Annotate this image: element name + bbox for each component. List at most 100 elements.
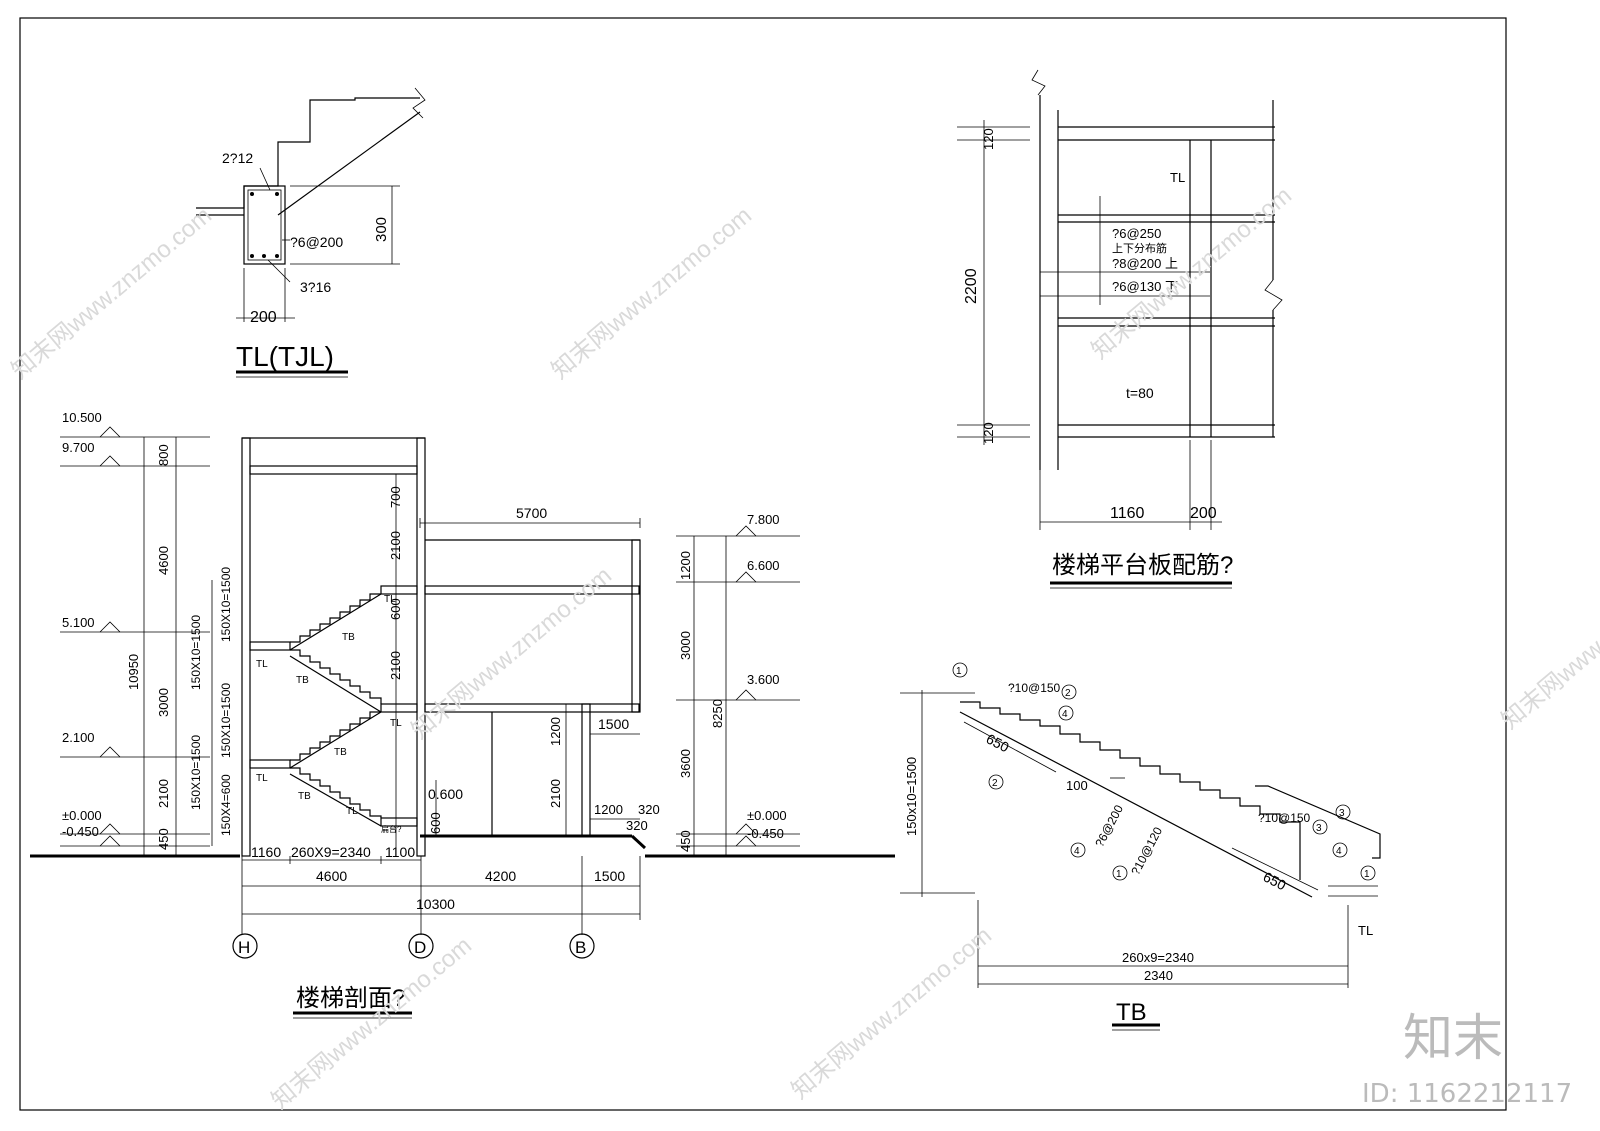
beam-height-dim: 300 — [373, 217, 390, 242]
rdim-3600: 3600 — [678, 749, 693, 778]
platform-title: 楼梯平台板配筋? — [1052, 552, 1233, 579]
platform-dim-2200: 2200 — [963, 268, 980, 304]
tb-marker-10: 1 — [1364, 869, 1370, 880]
tb-marker-7: 3 — [1339, 808, 1345, 819]
watermark-text-4: 知末网www.znzmo.com — [407, 562, 617, 745]
beam-stirrup: ?6@200 — [290, 234, 343, 250]
mdim-2100-b: 2100 — [388, 651, 403, 680]
watermark-brand: 知末 — [1403, 1009, 1503, 1067]
tb-rebar-1: ?10@150 — [1008, 681, 1061, 695]
tb-marker-8: 3 — [1316, 823, 1322, 834]
tb-marker-6: 1 — [1116, 869, 1122, 880]
axis-d: D — [414, 938, 426, 957]
dim-450: 450 — [156, 828, 171, 850]
platform-dim-120-a: 120 — [981, 128, 996, 150]
small-dim-1200: 1200 — [594, 802, 623, 817]
tb-title: TB — [1116, 999, 1147, 1026]
platform-dim-1160: 1160 — [1110, 505, 1145, 522]
flight-dim-5: 150X4=600 — [219, 774, 233, 836]
dim-2100: 2100 — [156, 779, 171, 808]
bdim-10300: 10300 — [416, 896, 455, 912]
flight-dim-3: 150X10=1500 — [219, 683, 233, 758]
bdim-4600: 4600 — [316, 868, 347, 884]
small-dim-320-a: 320 — [638, 802, 660, 817]
tb-detail — [900, 662, 1381, 1031]
tb-rebar-2: ?6@200 — [1092, 802, 1126, 849]
level-7800: 7.800 — [747, 512, 780, 527]
tb-marker-1: 1 — [956, 666, 962, 677]
level-0000: ±0.000 — [62, 808, 102, 823]
rdim-8250: 8250 — [710, 699, 725, 728]
tb-marker-5: 4 — [1074, 846, 1080, 857]
platform-tl: TL — [1170, 170, 1185, 185]
tb-run-1: 260x9=2340 — [1122, 950, 1194, 965]
mdim-600-a: 600 — [388, 598, 403, 620]
platform-dim-200: 200 — [1190, 505, 1217, 522]
label-tl-5: TL — [384, 594, 396, 605]
mdim-700: 700 — [388, 486, 403, 508]
platform-plan — [957, 69, 1283, 589]
span-1500: 1500 — [598, 716, 629, 732]
tb-height: 150x10=1500 — [904, 757, 919, 836]
mdim-1200: 1200 — [548, 717, 563, 746]
platform-thickness: t=80 — [1126, 385, 1154, 401]
platform-dim-120-b: 120 — [981, 422, 996, 444]
platform-note-2: 上下分布筋 — [1112, 241, 1167, 255]
stair-section — [30, 426, 895, 1019]
axis-h: H — [238, 938, 250, 957]
tb-marker-2: 2 — [1065, 688, 1071, 699]
label-tb-3: TB — [334, 747, 347, 758]
bdim-1500: 1500 — [594, 868, 625, 884]
level-5100: 5.100 — [62, 615, 95, 630]
tb-marker-9: 4 — [1336, 846, 1342, 857]
label-tl-4: TL — [346, 806, 358, 817]
level-6600: 6.600 — [747, 558, 780, 573]
mdim-600-b: 600 — [428, 812, 443, 834]
flight-dim-1: 150X10=1500 — [219, 567, 233, 642]
beam-top-bar: 2?12 — [222, 150, 253, 166]
bdim-1160: 1160 — [251, 844, 281, 860]
level-0600: 0.600 — [428, 786, 463, 802]
section-title: 楼梯剖面? — [296, 985, 405, 1012]
beam-detail-title: TL(TJL) — [236, 341, 334, 372]
bdim-4200: 4200 — [485, 868, 516, 884]
tb-length-650-a: 650 — [984, 730, 1012, 755]
flight-dim-2: 150X10=1500 — [189, 615, 203, 690]
beam-width-dim: 200 — [250, 309, 277, 326]
watermark-text-1: 知末网www.znzmo.com — [7, 202, 217, 385]
small-note: 扁台? — [381, 824, 402, 834]
dim-4600: 4600 — [156, 546, 171, 575]
mdim-2100-a: 2100 — [388, 531, 403, 560]
label-tb-1: TB — [342, 632, 355, 643]
dim-3000: 3000 — [156, 688, 171, 717]
platform-note-3: ?8@200 上 — [1112, 256, 1178, 271]
watermark-text-3: 知末网www.znzmo.com — [1087, 182, 1297, 365]
watermark-text-5: 知末网www.znzmo.com — [787, 922, 997, 1105]
rdim-450: 450 — [678, 830, 693, 852]
tb-marker-3: 4 — [1062, 709, 1068, 720]
bdim-2340: 260X9=2340 — [291, 844, 371, 860]
small-dim-320-b: 320 — [626, 818, 648, 833]
label-tl-2: TL — [390, 718, 402, 729]
tb-marker-4: 2 — [992, 778, 998, 789]
beam-detail — [196, 87, 426, 378]
rdim-1200: 1200 — [678, 551, 693, 580]
tb-rebar-3: ?10@120 — [1128, 824, 1165, 877]
watermark-text-7: 知末网www.znzmo.com — [1497, 552, 1600, 735]
dim-10950: 10950 — [126, 654, 141, 690]
dim-800: 800 — [156, 444, 171, 466]
tb-length-100: 100 — [1066, 778, 1088, 793]
watermark-text-6: 知末网www.znzmo.com — [267, 932, 477, 1115]
drawing-frame — [19, 17, 1507, 1111]
level-3600: 3.600 — [747, 672, 780, 687]
axis-b: B — [575, 938, 586, 957]
tb-rebar-4: ?10@150 — [1258, 811, 1311, 825]
tb-run-2: 2340 — [1144, 968, 1173, 983]
level-0000-right: ±0.000 — [747, 808, 787, 823]
platform-note-4: ?6@130 下 — [1112, 279, 1178, 294]
label-tb-2: TB — [296, 675, 309, 686]
tb-tl: TL — [1358, 923, 1373, 938]
level-10500: 10.500 — [62, 410, 102, 425]
label-tl-3: TL — [256, 773, 268, 784]
level-minus-0450-right: -0.450 — [747, 826, 784, 841]
